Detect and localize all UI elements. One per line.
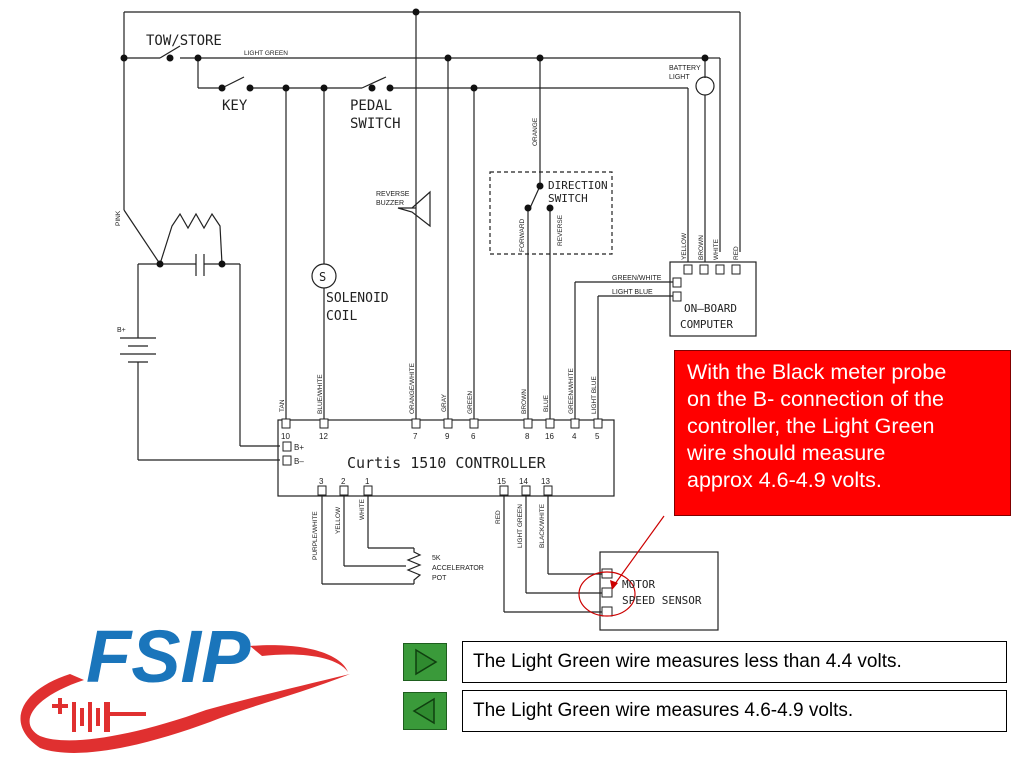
label-reverse: REVERSE [557, 214, 564, 246]
logo-swoosh-top [250, 645, 348, 672]
callout-line-4: wire should measure [687, 441, 886, 465]
label-light: LIGHT [669, 74, 690, 81]
answer-2-text[interactable]: The Light Green wire measures 4.6-4.9 vo… [462, 690, 1007, 732]
play-left-icon [412, 697, 435, 725]
pin-4: 4 [572, 432, 577, 441]
label-purple-white: PURPLE/WHITE [312, 511, 319, 560]
label-pedal: PEDAL [350, 98, 392, 114]
pin-7: 7 [413, 432, 418, 441]
label-key: KEY [222, 98, 248, 114]
label-pot-yellow: YELLOW [335, 506, 342, 534]
label-b-plus: B+ [117, 327, 126, 334]
label-pedal-switch: SWITCH [350, 116, 401, 132]
pin-13: 13 [541, 477, 550, 486]
label-tan: TAN [279, 399, 286, 412]
label-light-green-top: LIGHT GREEN [244, 50, 288, 57]
callout-line-3: controller, the Light Green [687, 414, 935, 438]
label-on-board-2: COMPUTER [680, 318, 733, 331]
label-reverse-buzzer-1: REVERSE [376, 191, 410, 198]
callout-line-1: With the Black meter probe [687, 360, 947, 384]
label-reverse-buzzer-2: BUZZER [376, 200, 404, 207]
label-bot-red: RED [495, 510, 502, 524]
label-ctrl-green-white: GREEN/WHITE [568, 367, 575, 414]
label-ctrl-light-blue: LIGHT BLUE [591, 376, 598, 414]
label-pot-white: WHITE [359, 498, 366, 520]
label-red: RED [733, 246, 740, 260]
label-battery: BATTERY [669, 65, 701, 72]
callout-line-5: approx 4.6-4.9 volts. [687, 468, 882, 492]
instruction-callout: With the Black meter probe on the B- con… [674, 350, 1011, 516]
label-pink: PINK [115, 210, 122, 226]
label-pot-2: ACCELERATOR [432, 565, 484, 572]
answer-1-text[interactable]: The Light Green wire measures less than … [462, 641, 1007, 683]
battery-symbol-icon [52, 698, 146, 732]
answer-1-label: The Light Green wire measures less than … [473, 651, 902, 672]
label-ctrl-bplus: B+ [294, 443, 304, 452]
label-solenoid-1: SOLENOID [326, 291, 389, 306]
answer-2-button[interactable] [403, 692, 447, 730]
pin-16: 16 [545, 432, 554, 441]
label-ctrl-blue: BLUE [543, 394, 550, 412]
label-orange-white: ORANGE/WHITE [409, 362, 416, 414]
play-right-icon [415, 648, 438, 676]
pin-2: 2 [341, 477, 346, 486]
label-yellow: YELLOW [681, 232, 688, 260]
label-white: WHITE [713, 238, 720, 260]
answer-2-label: The Light Green wire measures 4.6-4.9 vo… [473, 700, 854, 721]
label-bot-light-green: LIGHT GREEN [517, 504, 524, 548]
label-on-board-1: ON–BOARD [684, 302, 737, 315]
label-blue-white: BLUE/WHITE [317, 374, 324, 414]
label-solenoid-2: COIL [326, 309, 357, 324]
answer-1-button[interactable] [403, 643, 447, 681]
pin-3: 3 [319, 477, 324, 486]
logo-wordmark: FSIP [86, 615, 251, 698]
logo-swoosh [20, 674, 350, 753]
pin-6: 6 [471, 432, 476, 441]
label-direction-switch: SWITCH [548, 192, 588, 205]
pin-5: 5 [595, 432, 600, 441]
wiring-schematic: TOW/STORE LIGHT GREEN KEY PEDAL SWITCH B… [115, 8, 757, 631]
label-brown: BROWN [698, 235, 705, 260]
label-ctrl-bminus: B– [294, 457, 304, 466]
label-solenoid-s: S [319, 270, 326, 284]
label-motor-1: MOTOR [622, 578, 655, 591]
label-green-white: GREEN/WHITE [612, 275, 662, 282]
pin-14: 14 [519, 477, 528, 486]
label-ctrl-brown: BROWN [521, 389, 528, 414]
pin-12: 12 [319, 432, 328, 441]
label-light-blue: LIGHT BLUE [612, 289, 653, 296]
controller-title: Curtis 1510 CONTROLLER [347, 454, 547, 472]
pin-10: 10 [281, 432, 290, 441]
label-tow-store: TOW/STORE [146, 33, 222, 49]
label-pot-1: 5K [432, 555, 441, 562]
pin-15: 15 [497, 477, 506, 486]
callout-line-2: on the B- connection of the [687, 387, 944, 411]
pin-9: 9 [445, 432, 450, 441]
label-green: GREEN [467, 391, 474, 414]
label-pot-3: POT [432, 575, 447, 582]
label-orange: ORANGE [532, 117, 539, 146]
fsip-logo: FSIP [20, 615, 350, 753]
pin-1: 1 [365, 477, 370, 486]
label-bot-black-white: BLACK/WHITE [539, 503, 546, 548]
label-gray: GRAY [441, 393, 448, 412]
label-motor-2: SPEED SENSOR [622, 594, 702, 607]
label-forward: FORWARD [519, 218, 526, 252]
label-direction: DIRECTION [548, 179, 608, 192]
pin-8: 8 [525, 432, 530, 441]
